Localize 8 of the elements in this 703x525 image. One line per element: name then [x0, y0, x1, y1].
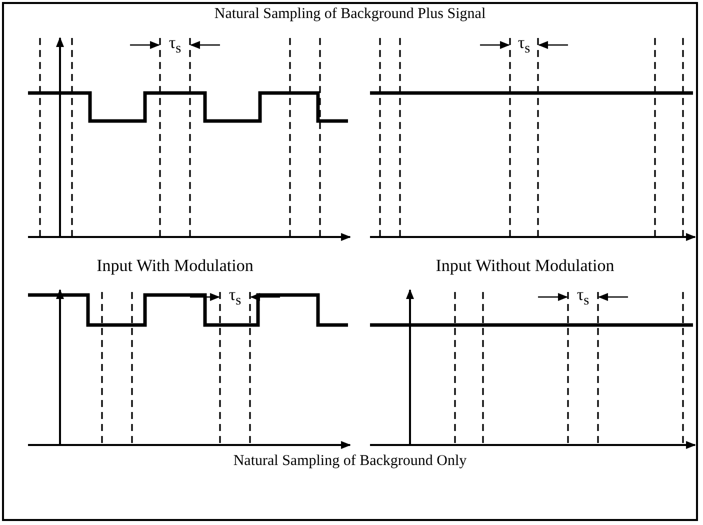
interval-label: τ$_{s}$: [168, 33, 182, 58]
interval-label: τ$_{s}$: [518, 33, 530, 58]
plot-label: Input Without Modulation: [436, 256, 614, 276]
plot-label: Input With Modulation: [96, 256, 254, 276]
figure-title: Natural Sampling of Background Plus Signal: [214, 6, 486, 23]
figure-caption: Natural Sampling of Background Only: [233, 453, 467, 470]
interval-label: τ$_{s}$: [576, 285, 590, 310]
interval-label: τ$_{s}$: [228, 285, 242, 310]
